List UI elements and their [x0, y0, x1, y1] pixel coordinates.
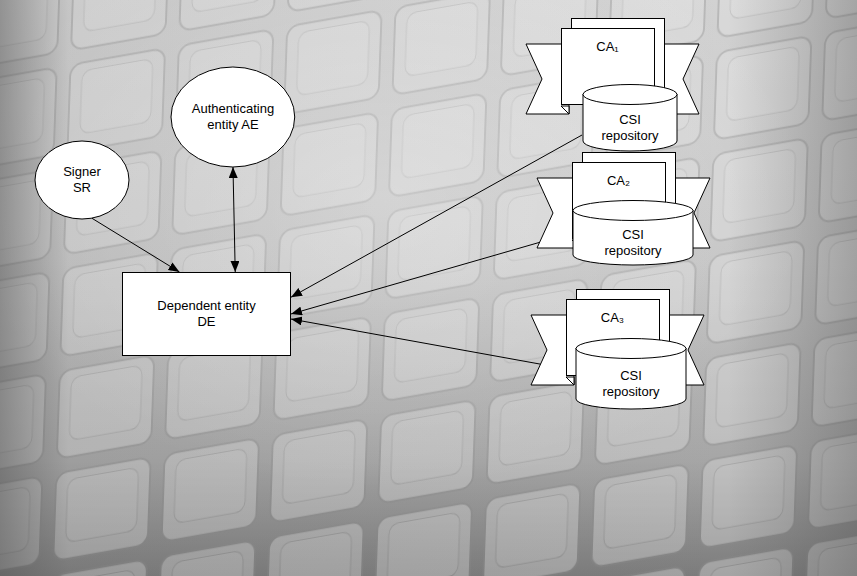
node-label: Signer SR [63, 164, 101, 195]
repository-cylinder: CSI repository [582, 84, 678, 152]
label-box: CSI repository [575, 358, 687, 410]
entity-ellipse: Signer SR [34, 140, 130, 220]
node-label: Dependent entity DE [152, 298, 262, 329]
label-box: Authenticating entity AE [170, 66, 296, 168]
label-box: Dependent entity DE [122, 272, 291, 356]
label-box: CA₂ [572, 162, 665, 200]
connector-arrow [92, 218, 180, 272]
node-label: CSI repository [602, 368, 659, 399]
connector-arrow [291, 135, 582, 297]
node-label: CSI repository [601, 112, 658, 143]
ca-name: CA₂ [607, 173, 630, 189]
connector-arrow [291, 319, 575, 370]
entity-box: Dependent entity DE [122, 272, 291, 356]
repository-cylinder: CSI repository [575, 338, 687, 410]
connector-arrow [291, 233, 572, 314]
ca-name: CA₁ [596, 39, 618, 55]
label-box: CA₁ [561, 28, 654, 66]
label-box: CSI repository [582, 104, 678, 152]
node-label: Authenticating entity AE [192, 101, 274, 132]
label-box: Signer SR [34, 140, 130, 220]
repository-cylinder: CSI repository [572, 200, 694, 266]
entity-ellipse: Authenticating entity AE [170, 66, 296, 168]
node-label: CSI repository [604, 227, 661, 258]
ca-name: CA₃ [601, 310, 624, 326]
label-box: CSI repository [572, 220, 694, 266]
connector-arrow [233, 167, 235, 272]
label-box: CA₃ [566, 299, 659, 337]
